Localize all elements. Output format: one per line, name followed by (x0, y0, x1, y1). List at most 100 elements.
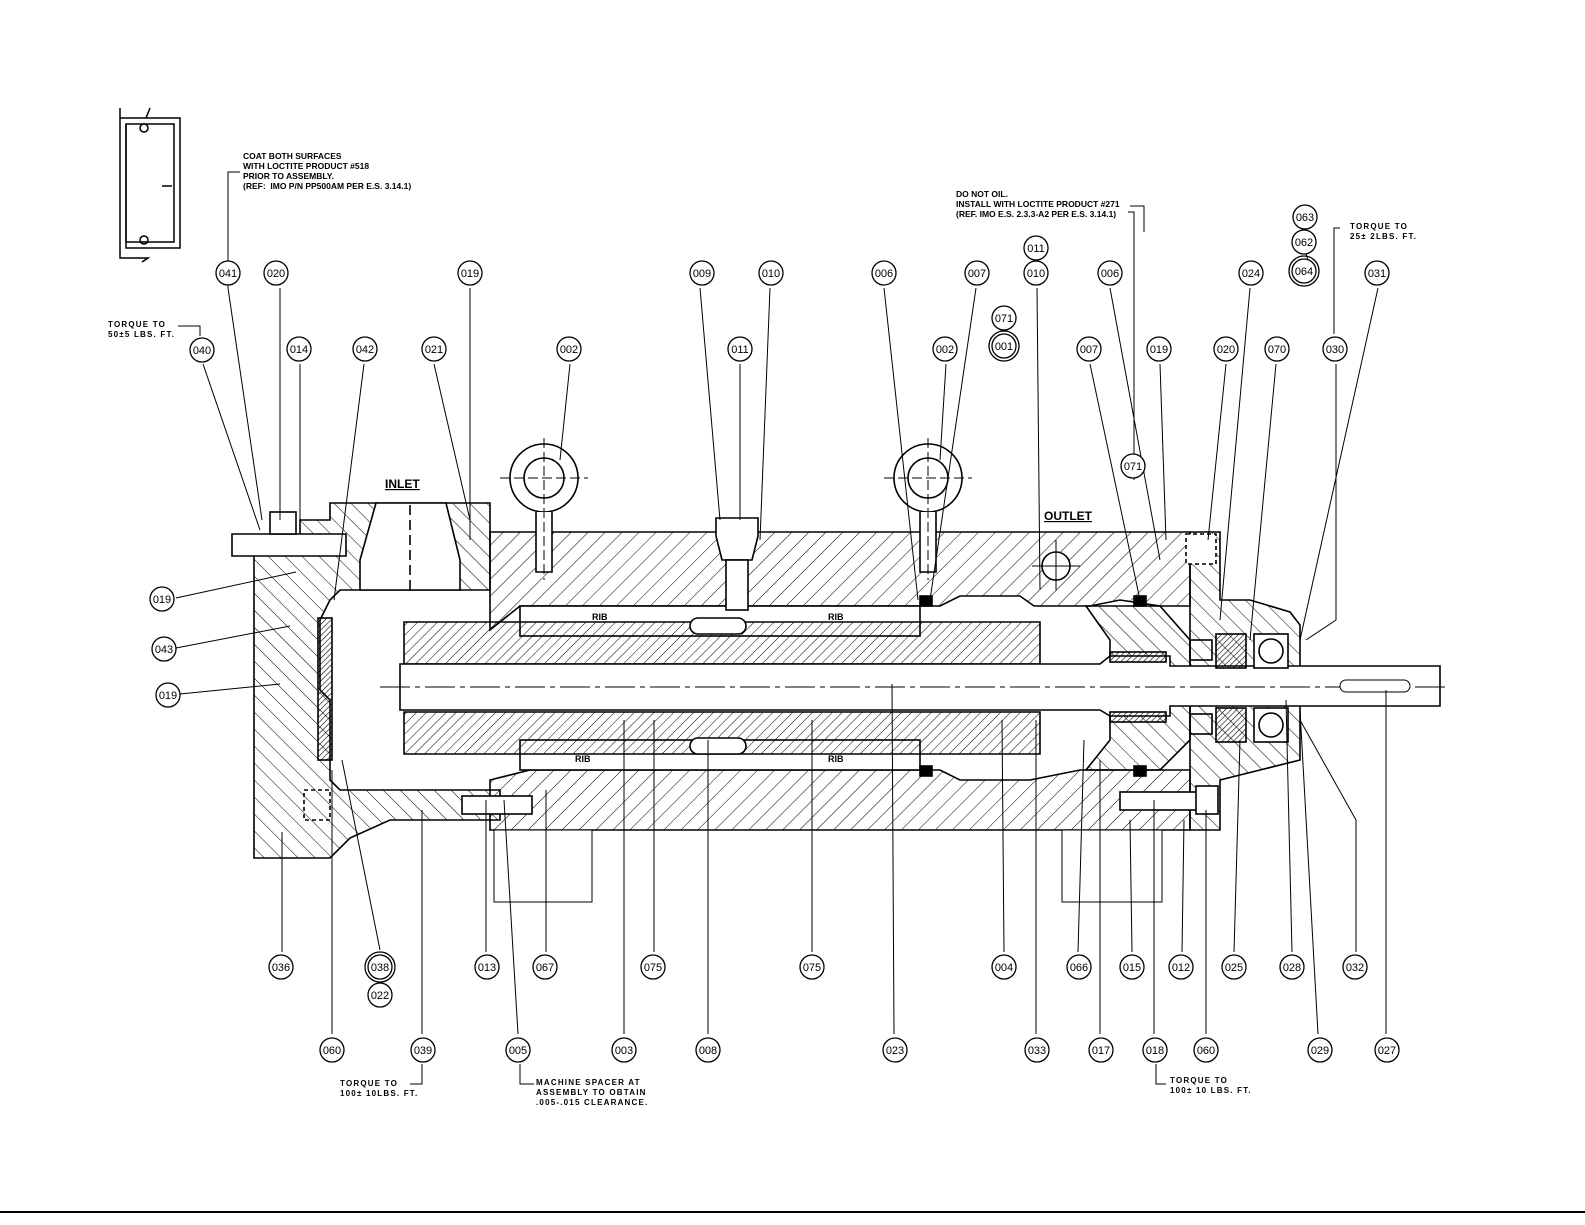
callout-label: 006 (875, 268, 893, 280)
callout-043: 043 (151, 636, 177, 662)
callout-066: 066 (1066, 954, 1092, 980)
leader-lines (175, 171, 1387, 1085)
callout-label: 024 (1242, 268, 1260, 280)
inlet-label: INLET (385, 477, 420, 491)
callout-label: 031 (1368, 268, 1386, 280)
callout-label: 028 (1283, 962, 1301, 974)
callout-021: 021 (421, 336, 447, 362)
callout-label: 009 (693, 268, 711, 280)
callout-label: 060 (1197, 1045, 1215, 1057)
callout-002: 002 (556, 336, 582, 362)
callout-label: 008 (699, 1045, 717, 1057)
bottom-border (0, 1211, 1585, 1213)
callout-label: 060 (323, 1045, 341, 1057)
callout-071: 071 (1120, 453, 1146, 479)
note-torque-50: TORQUE TO 50±5 LBS. FT. (108, 320, 176, 339)
callout-label: 002 (560, 344, 578, 356)
callout-label: 036 (272, 962, 290, 974)
callout-029: 029 (1307, 1037, 1333, 1063)
rib-label: RIB (592, 612, 608, 622)
callout-024: 024 (1238, 260, 1264, 286)
inlet-port (359, 502, 461, 591)
callout-060: 060 (319, 1037, 345, 1063)
callout-label: 017 (1092, 1045, 1110, 1057)
callout-label: 010 (1027, 268, 1045, 280)
callout-label: 022 (371, 990, 389, 1002)
callout-label: 029 (1311, 1045, 1329, 1057)
callout-label: 025 (1225, 962, 1243, 974)
callout-039: 039 (410, 1037, 436, 1063)
callout-label: 038 (371, 962, 389, 974)
callout-label: 041 (219, 268, 237, 280)
callout-033: 033 (1024, 1037, 1050, 1063)
pump-body (231, 502, 1450, 903)
callout-075: 075 (640, 954, 666, 980)
callout-015: 015 (1119, 954, 1145, 980)
callout-label: 039 (414, 1045, 432, 1057)
callout-011: 011 (727, 336, 753, 362)
callout-label: 075 (644, 962, 662, 974)
callout-019: 019 (149, 586, 175, 612)
callout-019: 019 (1146, 336, 1172, 362)
callout-008: 008 (695, 1037, 721, 1063)
callout-label: 033 (1028, 1045, 1046, 1057)
callout-label: 006 (1101, 268, 1119, 280)
callout-label: 014 (290, 344, 308, 356)
callout-064: 064 (1288, 255, 1320, 287)
note-do-not-oil: DO NOT OIL. INSTALL WITH LOCTITE PRODUCT… (956, 189, 1120, 219)
callout-label: 071 (1124, 461, 1142, 473)
callout-label: 062 (1295, 237, 1313, 249)
callout-label: 007 (1080, 344, 1098, 356)
callout-label: 064 (1295, 266, 1313, 278)
callout-label: 067 (536, 962, 554, 974)
callout-label: 032 (1346, 962, 1364, 974)
callout-006: 006 (871, 260, 897, 286)
callout-label: 023 (886, 1045, 904, 1057)
callout-009: 009 (689, 260, 715, 286)
callout-027: 027 (1374, 1037, 1400, 1063)
callout-label: 071 (995, 313, 1013, 325)
callout-label: 066 (1070, 962, 1088, 974)
note-loctite-518: COAT BOTH SURFACES WITH LOCTITE PRODUCT … (243, 151, 412, 191)
callout-071: 071 (991, 305, 1017, 331)
callout-003: 003 (611, 1037, 637, 1063)
note-torque-25: TORQUE TO 25± 2LBS. FT. (1350, 222, 1418, 241)
callout-label: 021 (425, 344, 443, 356)
callout-011: 011 (1023, 235, 1049, 261)
callout-label: 011 (1027, 243, 1045, 255)
callout-label: 019 (153, 594, 171, 606)
callout-label: 001 (995, 341, 1013, 353)
callout-label: 019 (159, 690, 177, 702)
callout-063: 063 (1292, 204, 1318, 230)
callout-label: 019 (461, 268, 479, 280)
callout-038: 038 (364, 951, 396, 983)
callout-018: 018 (1142, 1037, 1168, 1063)
callout-label: 043 (155, 644, 173, 656)
callout-label: 015 (1123, 962, 1141, 974)
callout-label: 075 (803, 962, 821, 974)
callout-label: 007 (968, 268, 986, 280)
callout-label: 030 (1326, 344, 1344, 356)
callout-042: 042 (352, 336, 378, 362)
callout-007: 007 (964, 260, 990, 286)
lifting-eye-left (500, 438, 588, 580)
note-machine-spacer: MACHINE SPACER AT ASSEMBLY TO OBTAIN .00… (536, 1078, 649, 1107)
rib-label: RIB (828, 612, 844, 622)
callout-label: 013 (478, 962, 496, 974)
callout-040: 040 (189, 337, 215, 363)
callout-label: 002 (936, 344, 954, 356)
callout-036: 036 (268, 954, 294, 980)
callout-022: 022 (367, 982, 393, 1008)
callout-label: 042 (356, 344, 374, 356)
callout-025: 025 (1221, 954, 1247, 980)
callout-label: 040 (193, 345, 211, 357)
callout-label: 020 (1217, 344, 1235, 356)
callout-label: 070 (1268, 344, 1286, 356)
callout-028: 028 (1279, 954, 1305, 980)
rib-label: RIB (828, 754, 844, 764)
callout-label: 003 (615, 1045, 633, 1057)
callout-013: 013 (474, 954, 500, 980)
outlet-label: OUTLET (1044, 509, 1093, 523)
callout-070: 070 (1264, 336, 1290, 362)
callout-019: 019 (457, 260, 483, 286)
